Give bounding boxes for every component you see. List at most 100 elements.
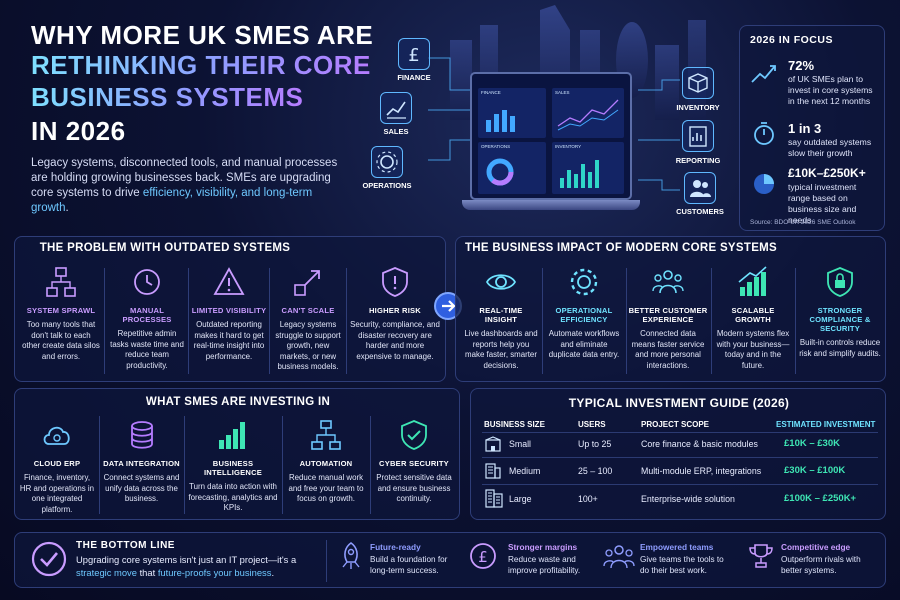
- table-header: PROJECT SCOPE: [641, 420, 710, 429]
- problem-item-desc: Legacy systems struggle to support growt…: [275, 320, 341, 372]
- investing-item-desc: Turn data into action with forecasting, …: [188, 482, 278, 513]
- table-cell-size: Medium: [509, 466, 541, 476]
- impact-item: OPERATIONAL EFFICIENCY Automate workflow…: [544, 265, 624, 361]
- focus-stat-value: £10K–£250K+: [788, 166, 866, 180]
- laptop-screen: FINANCE SALES OPERATIONS INVENTORY: [470, 72, 632, 200]
- cloud-icon: [43, 426, 70, 445]
- focus-stat-value: 72%: [788, 58, 815, 73]
- bottom-text-highlight-2: future-proofs your business: [157, 566, 272, 578]
- box-icon: [688, 73, 708, 93]
- impact-item-desc: Automate workflows and eliminate duplica…: [548, 329, 620, 360]
- screen-panel-operations: OPERATIONS: [478, 142, 546, 194]
- problem-item: CAN'T SCALE Legacy systems struggle to s…: [271, 265, 345, 373]
- bottom-item-desc: Outperform rivals with better systems.: [781, 555, 861, 575]
- investing-item: DATA INTEGRATION Connect systems and uni…: [101, 418, 182, 505]
- impact-item-desc: Live dashboards and reports help you mak…: [464, 329, 538, 370]
- investing-divider: [99, 416, 100, 514]
- shield-alert-icon: [382, 267, 408, 297]
- inventory-label: INVENTORY: [676, 103, 720, 112]
- impact-item-title: SCALABLE GROWTH: [731, 306, 775, 324]
- bottom-text-main: Upgrading core systems isn't just an IT …: [76, 554, 297, 565]
- bottom-item-desc: Reduce waste and improve profitability.: [508, 555, 581, 575]
- impact-item-desc: Built-in controls reduce risk and simpli…: [799, 338, 881, 358]
- investing-item-title: CYBER SECURITY: [379, 459, 449, 468]
- pound-coin-icon: £: [470, 543, 496, 569]
- impact-item: REAL-TIME INSIGHT Live dashboards and re…: [464, 265, 538, 371]
- bottom-line-title: THE BOTTOM LINE: [76, 540, 175, 551]
- medium-building-icon: [485, 463, 501, 479]
- table-cell-investment: £10K – £30K: [784, 438, 840, 449]
- problem-item: HIGHER RISK Security, compliance, and di…: [350, 265, 440, 362]
- screen-panel-label: INVENTORY: [555, 144, 582, 149]
- problem-divider: [104, 268, 105, 374]
- investing-title: WHAT SMES ARE INVESTING IN: [145, 396, 331, 408]
- growth-chart-icon: [751, 65, 776, 83]
- problem-item-title: MANUAL PROCESSES: [122, 306, 172, 324]
- reporting-label: REPORTING: [675, 156, 721, 165]
- problem-item-title: CAN'T SCALE: [281, 306, 335, 315]
- intro-main-text: Legacy systems, disconnected tools, and …: [31, 157, 338, 199]
- pound-icon: £: [408, 45, 419, 66]
- hero-line-3: BUSINESS SYSTEMS: [31, 82, 304, 112]
- investing-item-desc: Finance, inventory, HR and operations in…: [19, 473, 95, 514]
- impact-title: THE BUSINESS IMPACT OF MODERN CORE SYSTE…: [464, 242, 778, 254]
- problem-item-title: HIGHER RISK: [369, 306, 421, 315]
- table-cell-investment: £100K – £250K+: [784, 493, 857, 504]
- table-cell-investment: £30K – £100K: [784, 465, 846, 476]
- finance-label: FINANCE: [397, 73, 431, 82]
- hub-connectors: [428, 57, 680, 191]
- check-circle-icon: [31, 541, 67, 577]
- bottom-divider: [326, 540, 327, 582]
- gear-icon: [570, 268, 598, 296]
- investing-item-desc: Reduce manual work and free your team to…: [288, 473, 364, 504]
- investing-item-title: AUTOMATION: [299, 459, 353, 468]
- operations-node: [371, 146, 403, 178]
- pie-chart-icon: [754, 174, 774, 194]
- database-icon: [130, 421, 153, 449]
- impact-item-title: BETTER CUSTOMER EXPERIENCE: [628, 306, 708, 324]
- problem-item-desc: Outdated reporting makes it hard to get …: [193, 320, 265, 361]
- table-cell-scope: Enterprise-wide solution: [641, 494, 735, 504]
- growth-bars-icon: [738, 266, 767, 296]
- investing-panel: WHAT SMES ARE INVESTING IN: [14, 388, 460, 520]
- trophy-icon: [749, 544, 773, 568]
- problem-divider: [346, 268, 347, 374]
- scale-arrow-icon: [294, 270, 320, 296]
- screen-panel-inventory: INVENTORY: [552, 142, 624, 194]
- impact-item-desc: Modern systems flex with your business—t…: [716, 329, 790, 370]
- svg-text:£: £: [478, 548, 488, 566]
- problem-panel: THE PROBLEM WITH OUTDATED SYSTEMS: [14, 236, 446, 382]
- bottom-item-title: Stronger margins: [508, 542, 578, 552]
- sales-chart-icon: [386, 101, 406, 119]
- warning-icon: [213, 267, 245, 295]
- gear-icon: [376, 151, 398, 173]
- sales-node: [380, 92, 412, 124]
- investing-divider: [282, 416, 283, 514]
- screen-panel-finance: FINANCE: [478, 88, 546, 138]
- shield-lock-icon: [827, 267, 853, 297]
- table-header: ESTIMATED INVESTMENT: [776, 420, 876, 429]
- problem-item-title: SYSTEM SPRAWL: [26, 306, 96, 315]
- table-cell-users: Up to 25: [578, 439, 612, 449]
- people-icon: [652, 270, 684, 294]
- table-cell-users: 100+: [578, 494, 598, 504]
- focus-panel: 2026 IN FOCUS 72% of UK SMEs plan to inv…: [739, 25, 885, 231]
- problem-item-title: LIMITED VISIBILITY: [191, 306, 267, 315]
- impact-divider: [711, 268, 712, 374]
- bottom-item-desc: Give teams the tools to do their best wo…: [640, 555, 724, 575]
- rocket-icon: [342, 542, 360, 569]
- problem-divider: [269, 268, 270, 374]
- finance-node: £: [398, 38, 430, 70]
- investing-item-title: CLOUD ERP: [33, 459, 81, 468]
- bottom-line-panel: [14, 532, 886, 588]
- hero-line-1: WHY MORE UK SMES ARE: [31, 20, 374, 50]
- investing-item: BUSINESS INTELLIGENCE Turn data into act…: [186, 418, 280, 514]
- mini-bars: [486, 110, 515, 132]
- investing-item-title: BUSINESS INTELLIGENCE: [203, 459, 263, 477]
- hero-line-2: RETHINKING THEIR CORE: [31, 50, 371, 80]
- bar-chart-icon: [219, 422, 245, 449]
- problem-item-desc: Too many tools that don't talk to each o…: [22, 320, 100, 361]
- bottom-item-title: Future-ready: [370, 542, 421, 552]
- impact-item-title: REAL-TIME INSIGHT: [479, 306, 523, 324]
- focus-source: Source: BDO UK 2026 SME Outlook: [750, 219, 856, 226]
